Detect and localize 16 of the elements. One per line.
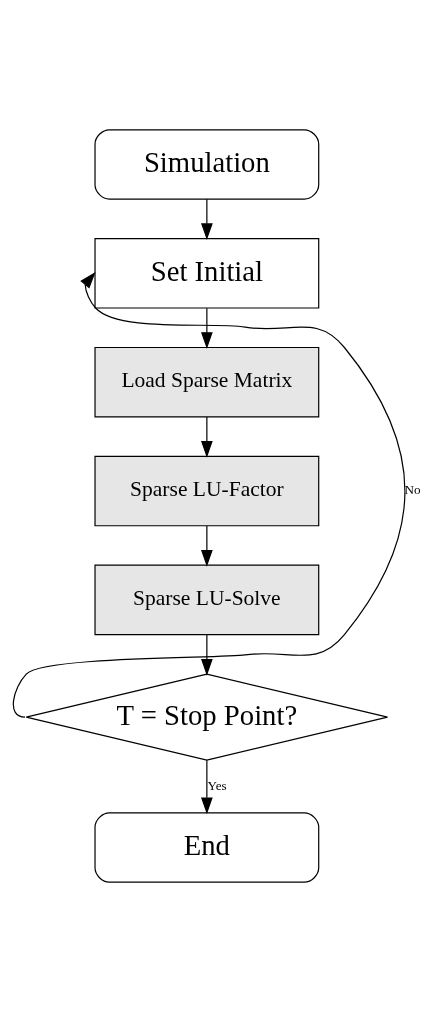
edge-label: Yes bbox=[207, 777, 227, 793]
arrow bbox=[201, 307, 213, 349]
arrow bbox=[201, 198, 213, 241]
arrow bbox=[12, 271, 406, 718]
node-diamond: T = Stop Point? bbox=[25, 673, 389, 761]
node-box: Load Sparse Matrix bbox=[94, 346, 320, 418]
arrow bbox=[201, 759, 213, 815]
node-box: End bbox=[94, 812, 320, 883]
node-box: Simulation bbox=[94, 129, 320, 200]
edge-label: No bbox=[404, 482, 421, 498]
node-box: Sparse LU-Factor bbox=[94, 455, 320, 527]
arrow bbox=[201, 416, 213, 458]
arrow bbox=[201, 634, 213, 676]
arrow bbox=[201, 525, 213, 567]
node-box: Sparse LU-Solve bbox=[94, 564, 320, 636]
node-box: Set Initial bbox=[94, 238, 320, 309]
